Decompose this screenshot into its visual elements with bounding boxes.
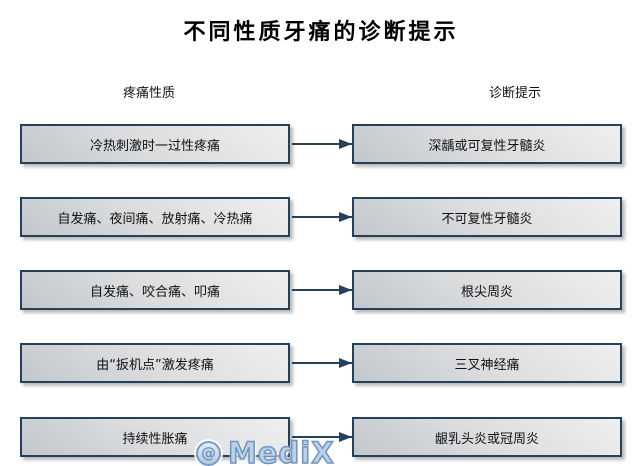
diagnosis-box: 根尖周炎: [352, 270, 622, 310]
pain-box: 自发痛、咬合痛、叩痛: [20, 270, 290, 310]
pain-box: 冷热刺激时一过性疼痛: [20, 124, 290, 164]
diagnosis-box-label: 龈乳头炎或冠周炎: [434, 431, 539, 447]
diagnosis-box: 深龋或可复性牙髓炎: [352, 124, 622, 164]
pain-box-label: 自发痛、夜间痛、放射痛、冷热痛: [57, 211, 253, 227]
medix-at-icon: @: [196, 440, 221, 466]
arrow-icon: [292, 432, 352, 442]
diagnosis-box: 龈乳头炎或冠周炎: [352, 417, 622, 457]
arrowhead-icon: [339, 285, 352, 295]
pain-box-label: 由“扳机点”激发疼痛: [96, 357, 214, 373]
pain-box-label: 自发痛、咬合痛、叩痛: [89, 284, 220, 300]
pain-box: 持续性胀痛: [20, 417, 290, 457]
diagnosis-box: 三叉神经痛: [352, 343, 622, 383]
diagnosis-box-label: 三叉神经痛: [454, 357, 520, 373]
column-header-pain-type: 疼痛性质: [123, 86, 176, 101]
arrowhead-icon: [339, 358, 352, 368]
diagnosis-box-label: 不可复性牙髓炎: [441, 211, 533, 227]
diagram-row: 冷热刺激时一过性疼痛 深龋或可复性牙髓炎: [0, 124, 642, 164]
pain-box: 由“扳机点”激发疼痛: [20, 343, 290, 383]
diagram-row: 持续性胀痛 龈乳头炎或冠周炎: [0, 417, 642, 457]
pain-box-label: 冷热刺激时一过性疼痛: [89, 138, 220, 154]
arrowhead-icon: [339, 432, 352, 442]
pain-box-label: 持续性胀痛: [122, 431, 188, 447]
arrow-icon: [292, 139, 352, 149]
arrow-icon: [292, 285, 352, 295]
diagram-row: 自发痛、咬合痛、叩痛 根尖周炎: [0, 270, 642, 310]
diagnosis-box: 不可复性牙髓炎: [352, 197, 622, 237]
diagnosis-box-label: 深龋或可复性牙髓炎: [428, 138, 546, 154]
arrow-icon: [292, 212, 352, 222]
watermark-text: MediX: [227, 435, 335, 466]
diagram-row: 自发痛、夜间痛、放射痛、冷热痛 不可复性牙髓炎: [0, 197, 642, 237]
pain-box: 自发痛、夜间痛、放射痛、冷热痛: [20, 197, 290, 237]
arrowhead-icon: [339, 139, 352, 149]
page-title: 不同性质牙痛的诊断提示: [183, 20, 459, 45]
arrowhead-icon: [339, 212, 352, 222]
watermark: @ MediX: [196, 435, 335, 466]
diagnosis-box-label: 根尖周炎: [460, 284, 513, 300]
diagram-row: 由“扳机点”激发疼痛 三叉神经痛: [0, 343, 642, 383]
arrow-icon: [292, 358, 352, 368]
column-header-diagnosis: 诊断提示: [489, 86, 542, 101]
